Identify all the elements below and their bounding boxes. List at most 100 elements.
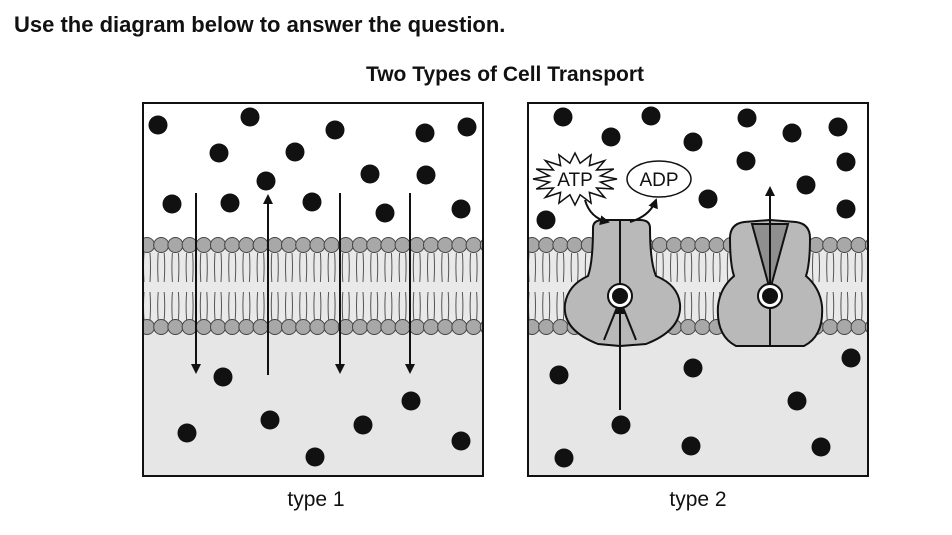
- lipid-tail: [270, 291, 279, 321]
- bound-molecule: [762, 288, 778, 304]
- phospholipid-head: [195, 237, 212, 253]
- molecule: [220, 193, 240, 213]
- lipid-tail: [542, 252, 551, 283]
- phospholipid-head: [366, 237, 383, 253]
- lipid-tail: [684, 291, 693, 321]
- molecule: [611, 415, 631, 435]
- molecule: [213, 367, 233, 387]
- phospholipid-head: [210, 237, 226, 253]
- phospholipid-head: [394, 237, 411, 253]
- molecule: [782, 123, 802, 143]
- phospholipid-head: [252, 319, 269, 335]
- lipid-tail: [412, 252, 421, 283]
- lipid-tail: [171, 291, 180, 321]
- transport-protein-channel: [716, 186, 824, 347]
- lipid-tail: [370, 291, 379, 321]
- lipid-tail: [556, 252, 565, 283]
- molecule: [260, 410, 280, 430]
- phospholipid-head: [143, 319, 155, 335]
- phospholipid-head: [850, 319, 867, 335]
- molecule: [601, 127, 621, 147]
- lipid-tail: [256, 252, 265, 283]
- phospholipid-head: [210, 319, 226, 335]
- panel-border: [142, 102, 484, 477]
- phospholipid-head: [352, 237, 368, 253]
- phospholipid-head: [252, 237, 269, 253]
- phospholipid-head: [666, 237, 682, 253]
- phospholipid-head: [423, 237, 439, 253]
- phospholipid-head: [266, 237, 283, 253]
- molecule: [415, 123, 435, 143]
- lipid-tail: [869, 253, 876, 282]
- lipid-tail: [214, 291, 222, 321]
- molecule: [302, 192, 322, 212]
- phospholipid-head: [181, 237, 198, 253]
- lipid-tail: [199, 252, 208, 283]
- lipid-tail: [469, 252, 478, 283]
- lipid-tail: [299, 252, 308, 283]
- molecule: [416, 165, 436, 185]
- molecule: [325, 120, 345, 140]
- phospholipid-head: [323, 237, 340, 253]
- phospholipid-head: [708, 237, 725, 253]
- phospholipid-head: [380, 237, 397, 253]
- lipid-tail: [854, 291, 863, 321]
- phospholipid-head: [437, 237, 454, 253]
- phospholipid-head: [651, 237, 668, 253]
- molecule: [549, 365, 569, 385]
- adp-label: ADP: [639, 170, 678, 191]
- phospholipid-head: [694, 237, 711, 253]
- molecule: [841, 348, 861, 368]
- lipid-tail: [398, 291, 407, 321]
- lipid-tail: [670, 252, 678, 283]
- molecule: [836, 199, 856, 219]
- phospholipid-head: [850, 237, 867, 253]
- molecule: [353, 415, 373, 435]
- lipid-tail: [199, 291, 208, 321]
- panel-border: [527, 102, 869, 477]
- phospholipid-head: [281, 237, 297, 253]
- molecule: [681, 436, 701, 456]
- lipid-tail: [285, 291, 293, 321]
- phospholipid-head: [224, 319, 241, 335]
- lipid-tail: [840, 291, 849, 321]
- pump-to-adp-arrow: [629, 198, 658, 223]
- lipid-tail: [313, 252, 322, 283]
- phospholipid-head: [822, 319, 839, 335]
- molecule: [451, 199, 471, 219]
- molecules: [148, 107, 477, 467]
- phospholipid-head: [309, 319, 326, 335]
- molecule: [554, 448, 574, 468]
- lipid-tail: [299, 291, 308, 321]
- lipid-tail: [469, 291, 478, 321]
- diffusion-arrows: [191, 193, 415, 375]
- lipid-tail: [341, 252, 350, 283]
- lipid-tail: [327, 291, 336, 321]
- lipid-tail: [185, 252, 194, 283]
- lipid-tail: [826, 291, 835, 321]
- phospholipid-head: [181, 319, 198, 335]
- lipid-tail: [256, 291, 265, 321]
- lipid-tail: [684, 252, 693, 283]
- molecule: [683, 132, 703, 152]
- molecule: [683, 358, 703, 378]
- lipid-tail: [157, 291, 166, 321]
- molecule: [736, 151, 756, 171]
- atp-to-pump-arrow: [584, 199, 610, 226]
- panel-type1: [143, 103, 483, 476]
- lipid-tail: [698, 291, 707, 321]
- molecule: [836, 152, 856, 172]
- molecule: [828, 117, 848, 137]
- lipid-tail: [228, 291, 237, 321]
- atp-label: ATP: [557, 170, 593, 191]
- lipid-tail: [341, 291, 350, 321]
- molecules: [536, 106, 861, 468]
- phospholipid-head: [408, 319, 425, 335]
- phospholipid-head: [528, 237, 540, 253]
- phospholipid-head: [167, 319, 184, 335]
- lipid-tail: [840, 252, 849, 283]
- lipid-tail: [384, 252, 393, 283]
- phospholipid-head: [423, 319, 439, 335]
- diagram-title: Two Types of Cell Transport: [365, 63, 645, 86]
